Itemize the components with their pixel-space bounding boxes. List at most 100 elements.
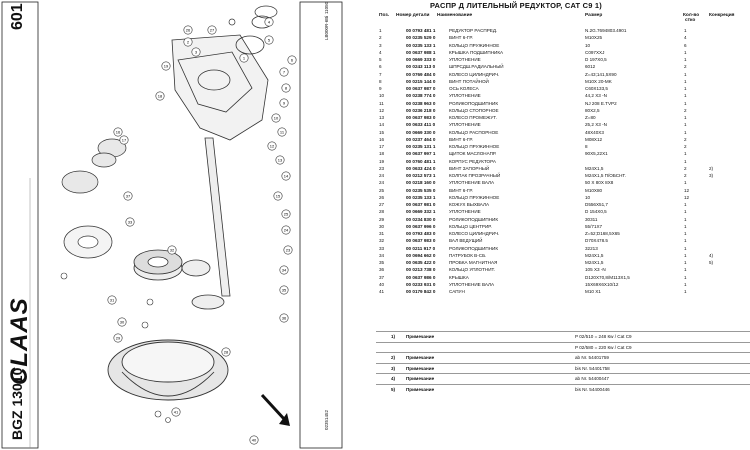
callout-label: 14 — [284, 174, 289, 179]
part-qty: 1 — [684, 289, 687, 294]
part-qty: 1 — [684, 260, 687, 265]
part-name: КОЛЬЦО ЦЕНТРИР. — [449, 223, 492, 229]
bolts — [60, 272, 171, 423]
part-number: 00 0793 481 1 — [406, 28, 436, 33]
drawing-number: 02351452 — [324, 409, 329, 430]
part-qty: 1 — [684, 129, 687, 135]
part-number: 00 0236 218 0 — [406, 107, 436, 113]
part-name: ЩИТОК МАСЛОНАПР. — [449, 151, 497, 157]
part-qty: 1 — [684, 158, 687, 164]
part-pos: 40 — [379, 281, 385, 287]
part-qty: 1 — [684, 86, 687, 91]
callout-label: 36 — [282, 316, 287, 321]
part-number: 00 0215 144 0 — [406, 78, 436, 84]
part-size: 50 X 80X 8X8 — [585, 180, 614, 186]
callout-label: 19 — [164, 64, 169, 69]
callout-label: 7 — [283, 70, 286, 75]
part-size: 15X69X6X10/12 — [585, 281, 619, 287]
part-number: 00 0637 988 1 — [406, 49, 436, 55]
callout-label: 2 — [187, 40, 190, 45]
callout: 30 — [117, 317, 127, 327]
part-pos: 12 — [379, 107, 385, 113]
callout-label: 24 — [284, 228, 289, 233]
callout: 28 — [221, 347, 231, 357]
part-pos: 32 — [379, 238, 385, 244]
part-name: КОЛЕСО ЦИЛИНДРИЧ. — [449, 231, 500, 236]
part-qty: 1 — [684, 100, 687, 106]
part-name: УПЛОТНЕНИЕ — [449, 122, 481, 128]
callout: 31 — [107, 295, 117, 305]
part-number: 00 0635 422 0 — [406, 260, 436, 265]
part-size: M10X80 — [585, 187, 603, 193]
callout: 26 — [183, 25, 193, 35]
header-qty: Кол-во — [683, 13, 700, 18]
part-size: Z=52;D168,5X65 — [585, 231, 620, 236]
part-number: 00 0211 917 0 — [406, 245, 436, 251]
part-number: 00 0235 133 1 — [406, 194, 436, 200]
bearing-cover — [63, 225, 113, 259]
callout-label: 30 — [120, 320, 125, 325]
callout: 4 — [264, 17, 274, 27]
part-pos: 7 — [379, 71, 382, 77]
part-name: КОЛПАК ПРОЗРАЧНЫЙ — [449, 173, 501, 178]
part-size: M24X1,5 — [585, 165, 604, 171]
part-qty: 2 — [684, 64, 687, 70]
callout-label: 12 — [270, 144, 275, 149]
part-size: 10 — [585, 42, 591, 48]
part-number: 00 0633 424 0 — [406, 165, 436, 171]
part-name: УПЛОТНЕНИЕ — [449, 57, 481, 62]
part-qty: 1 — [684, 231, 687, 236]
part-number: 00 0637 986 0 — [406, 274, 436, 280]
part-qty: 1 — [684, 78, 687, 84]
part-number: 00 0237 464 0 — [406, 136, 436, 142]
part-pos: 23 — [379, 165, 385, 171]
callout: 2 — [183, 37, 193, 47]
header-pos: Поз. — [379, 13, 390, 18]
callout: 12 — [267, 141, 277, 151]
part-qty: 1 — [684, 93, 687, 99]
part-pos: 4 — [379, 49, 382, 55]
part-size: D120X70,8/M113X1,5 — [585, 274, 630, 280]
callout-label: 17 — [122, 138, 127, 143]
callout-label: 33 — [128, 220, 133, 225]
part-qty: 12 — [684, 194, 690, 200]
part-number: 00 0637 983 0 — [406, 238, 436, 244]
part-pos: 14 — [379, 122, 385, 128]
callout-label: 11 — [280, 130, 285, 135]
part-number: 00 0637 981 0 — [406, 202, 436, 207]
part-pos: 34 — [379, 252, 385, 258]
part-size: M24X1,5 П/ОБСНТ. — [585, 173, 626, 178]
part-qty: 1 — [684, 223, 687, 229]
part-pos: 16 — [379, 136, 385, 142]
part-pos: 41 — [379, 289, 385, 294]
part-name: УПЛОТНЕНИЕ ВАЛА — [449, 281, 495, 287]
callout: 7 — [279, 67, 289, 77]
part-pos: 24 — [379, 173, 385, 178]
header-cond: Конкреция — [709, 13, 735, 18]
part-number: 00 0793 483 0 — [406, 231, 436, 236]
part-number: 00 0769 484 0 — [406, 71, 436, 77]
callout: 14 — [281, 171, 291, 181]
note-value: P 02/580 = 220 Кw / Cat C9 — [575, 344, 632, 350]
part-name: ПАТРУБОК В-СБ. — [449, 252, 487, 258]
note-number: 1) — [391, 334, 396, 339]
part-pos: 26 — [379, 194, 385, 200]
part-qty: 1 — [684, 216, 687, 222]
